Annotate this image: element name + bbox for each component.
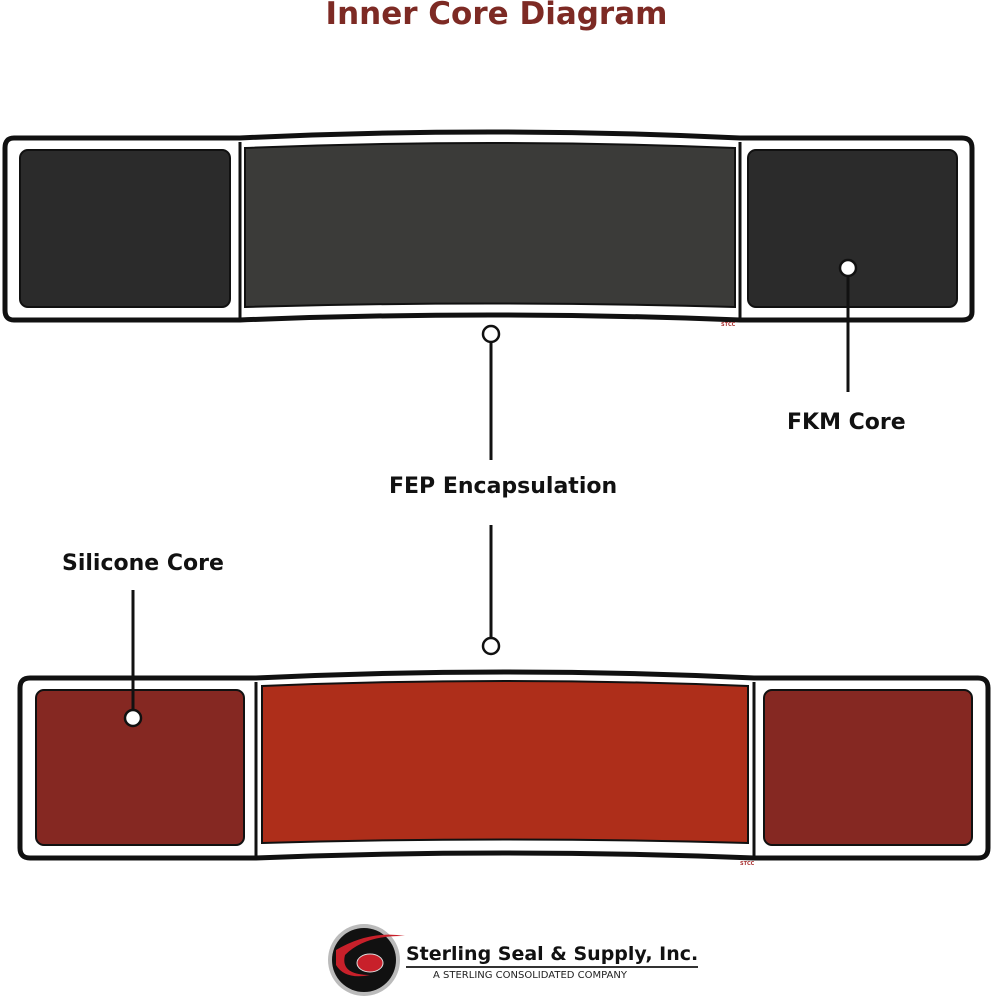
fkm-core-center — [244, 142, 736, 309]
stcc-mark-top: STCC — [721, 322, 736, 328]
company-tagline: A STERLING CONSOLIDATED COMPANY — [433, 970, 627, 981]
fkm-core-left — [19, 149, 231, 308]
company-name: Sterling Seal & Supply, Inc. — [406, 943, 699, 968]
company-logo-icon — [328, 924, 405, 996]
fkm-core-right — [747, 149, 958, 308]
fkm-core-label: FKM Core — [787, 410, 906, 435]
silicone-core-center — [261, 680, 749, 845]
stcc-mark-bottom: STCC — [740, 861, 755, 867]
silicone-core-label: Silicone Core — [62, 551, 224, 576]
silicone-seal-cross-section — [17, 669, 991, 861]
silicone-core-left — [35, 689, 245, 846]
page-title: Inner Core Diagram — [325, 0, 668, 32]
fkm-seal-cross-section — [2, 129, 975, 323]
fep-encapsulation-label: FEP Encapsulation — [389, 474, 618, 499]
callout-lines — [123, 258, 858, 728]
silicone-core-right — [763, 689, 973, 846]
